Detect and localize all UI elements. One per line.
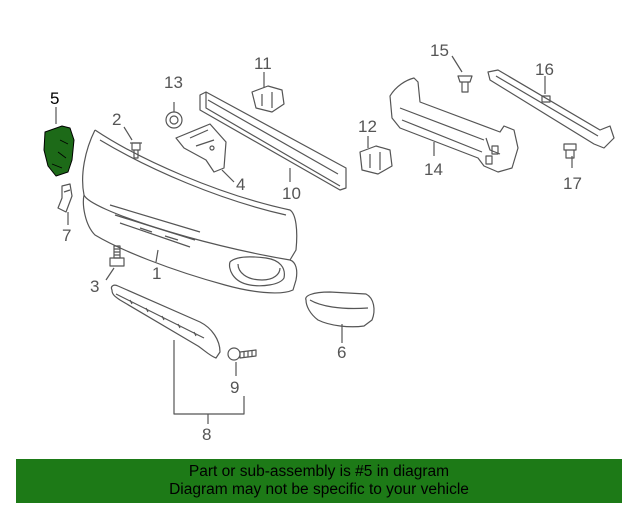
callout-label-4: 4	[236, 175, 245, 194]
part-4-bracket[interactable]	[175, 123, 227, 173]
part-9-screw[interactable]	[227, 347, 257, 361]
part-15-clip[interactable]	[457, 75, 473, 93]
part-8-lower-spoiler[interactable]	[110, 284, 221, 359]
callout-label-6: 6	[337, 343, 346, 362]
callout-label-9: 9	[230, 378, 239, 397]
part-16-lower-bracket[interactable]	[487, 69, 615, 149]
callout-label-10: 10	[282, 184, 301, 203]
part-info-banner: Part or sub-assembly is #5 in diagram Di…	[16, 459, 622, 503]
callout-label-17: 17	[563, 174, 582, 193]
callout-label-16: 16	[535, 60, 554, 79]
callout-label-2: 2	[112, 110, 121, 129]
callout-label-8: 8	[202, 425, 211, 444]
part-6-fog-lamp[interactable]	[305, 291, 375, 328]
part-7-small-bracket[interactable]	[57, 183, 73, 213]
callout-label-15: 15	[430, 41, 449, 60]
part-1-bumper-cover[interactable]	[82, 129, 298, 294]
part-12-bracket[interactable]	[359, 145, 393, 175]
callout-label-11: 11	[254, 54, 272, 73]
part-2-bolt[interactable]	[130, 142, 142, 159]
banner-line-part: Part or sub-assembly is #5 in diagram	[188, 463, 450, 480]
callout-label-14: 14	[424, 160, 443, 179]
callout-label-12: 12	[358, 117, 377, 136]
callout-label-1: 1	[152, 264, 161, 283]
part-10-reinforcement[interactable]	[199, 91, 347, 191]
part-5-highlighted-bracket[interactable]	[43, 125, 75, 177]
callout-label-13: 13	[164, 73, 183, 92]
part-11-bracket[interactable]	[251, 85, 285, 113]
part-3-bolt[interactable]	[109, 245, 125, 267]
part-13-clip[interactable]	[165, 111, 183, 129]
part-17-bolt[interactable]	[563, 143, 577, 159]
callout-label-5: 5	[50, 89, 59, 108]
callout-label-3: 3	[90, 277, 99, 296]
leader-lines	[55, 55, 573, 424]
part-14-bumper-frame[interactable]	[389, 77, 519, 173]
callout-label-7: 7	[62, 226, 71, 245]
banner-line-disclaimer: Diagram may not be specific to your vehi…	[169, 481, 469, 498]
